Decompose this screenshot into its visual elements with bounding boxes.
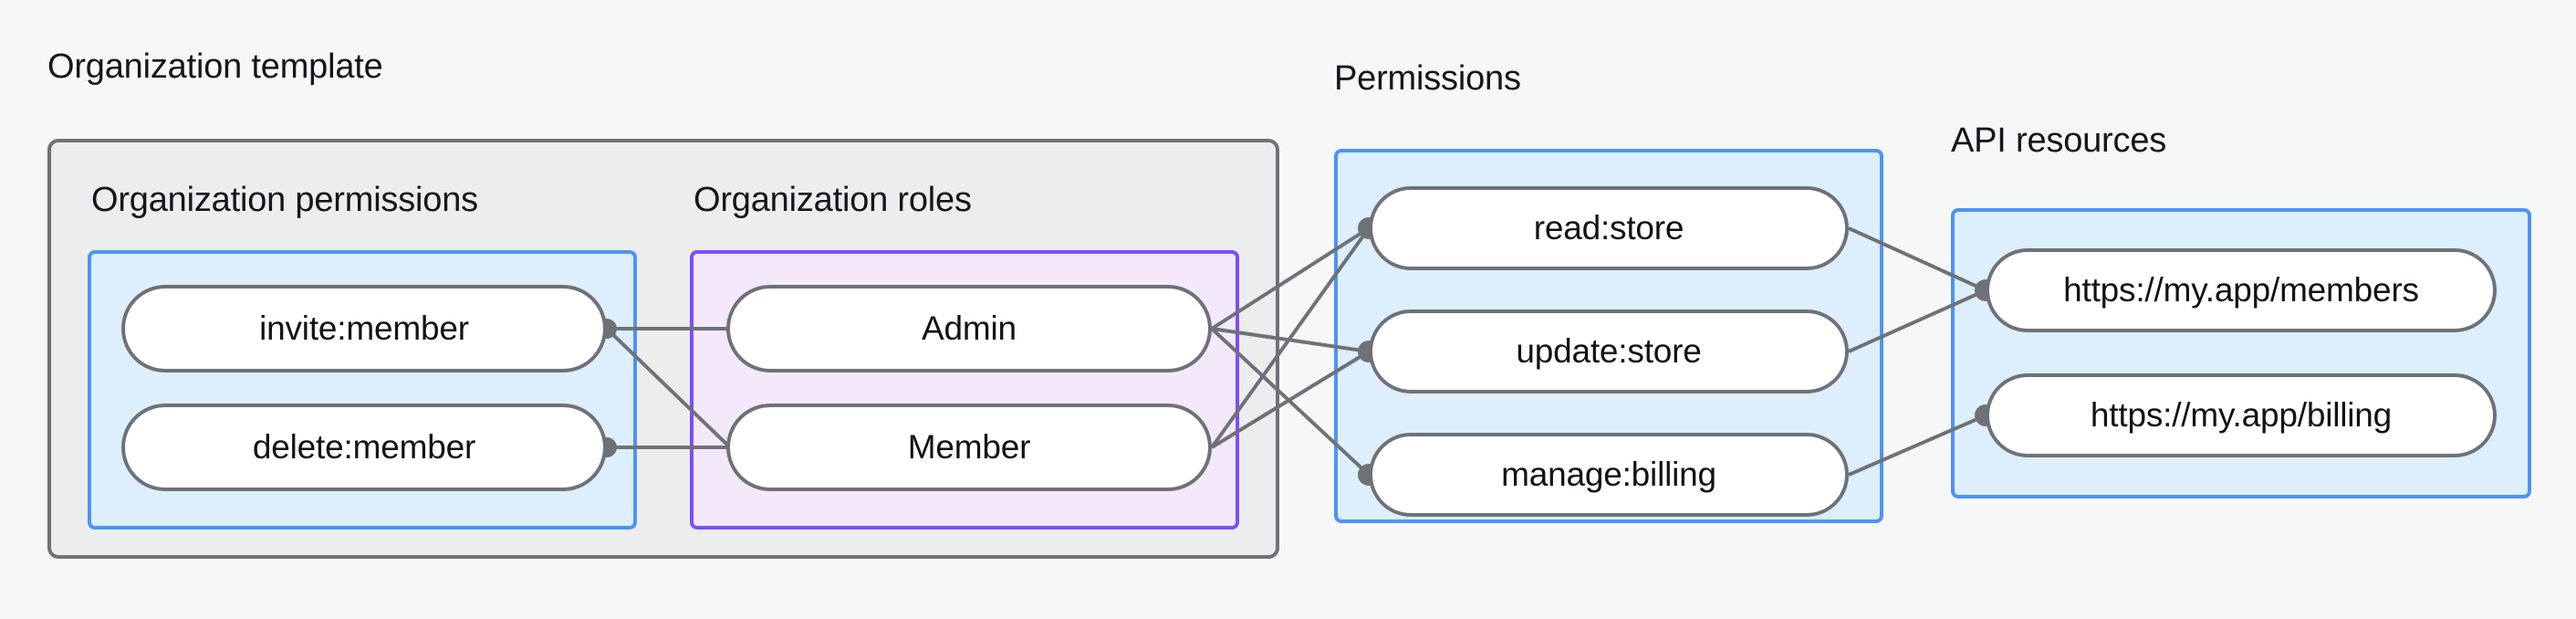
node-manage-billing[interactable]: manage:billing (1369, 433, 1849, 517)
node-billing-url[interactable]: https://my.app/billing (1986, 373, 2497, 457)
node-update-store[interactable]: update:store (1369, 310, 1849, 393)
node-read-store[interactable]: read:store (1369, 186, 1849, 270)
api-resources-title: API resources (1951, 121, 2167, 160)
permissions-title: Permissions (1334, 59, 1521, 98)
node-member[interactable]: Member (726, 404, 1212, 491)
organization-template-title: Organization template (47, 47, 383, 86)
node-admin[interactable]: Admin (726, 285, 1212, 372)
organization-roles-title: Organization roles (694, 181, 972, 219)
node-invite-member[interactable]: invite:member (121, 285, 607, 372)
node-members-url[interactable]: https://my.app/members (1986, 248, 2497, 332)
organization-permissions-title: Organization permissions (91, 181, 478, 219)
node-delete-member[interactable]: delete:member (121, 404, 607, 491)
